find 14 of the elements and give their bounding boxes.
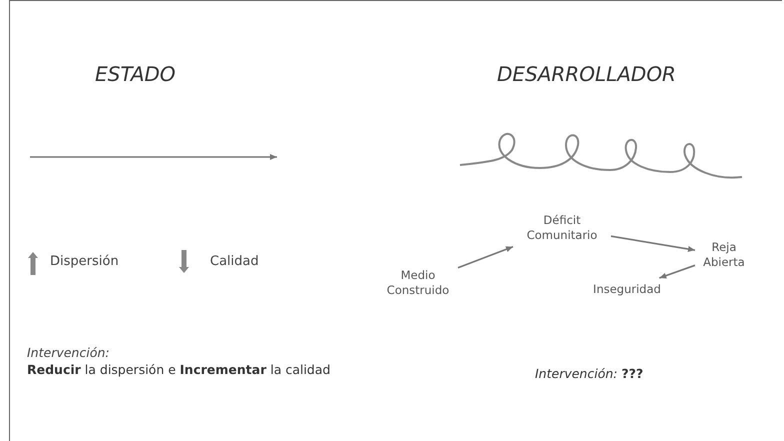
- arrow: [659, 264, 696, 279]
- arrow: [610, 235, 696, 252]
- node-label: Reja Abierta: [699, 240, 749, 270]
- intervention-text: Intervención: ???: [535, 366, 644, 381]
- arrow: [458, 246, 514, 268]
- heading: ESTADO: [95, 62, 176, 86]
- label: Dispersión: [50, 254, 119, 269]
- node-label: Medio Construido: [382, 268, 454, 298]
- intervention-label: Intervención:: [27, 345, 110, 360]
- node-label: Déficit Comunitario: [517, 213, 607, 243]
- label: Calidad: [210, 254, 259, 269]
- node-label: Inseguridad: [587, 282, 667, 296]
- intervention-text: Reducir la dispersión e Incrementar la calidad: [27, 362, 330, 377]
- heading: DESARROLLADOR: [497, 62, 676, 86]
